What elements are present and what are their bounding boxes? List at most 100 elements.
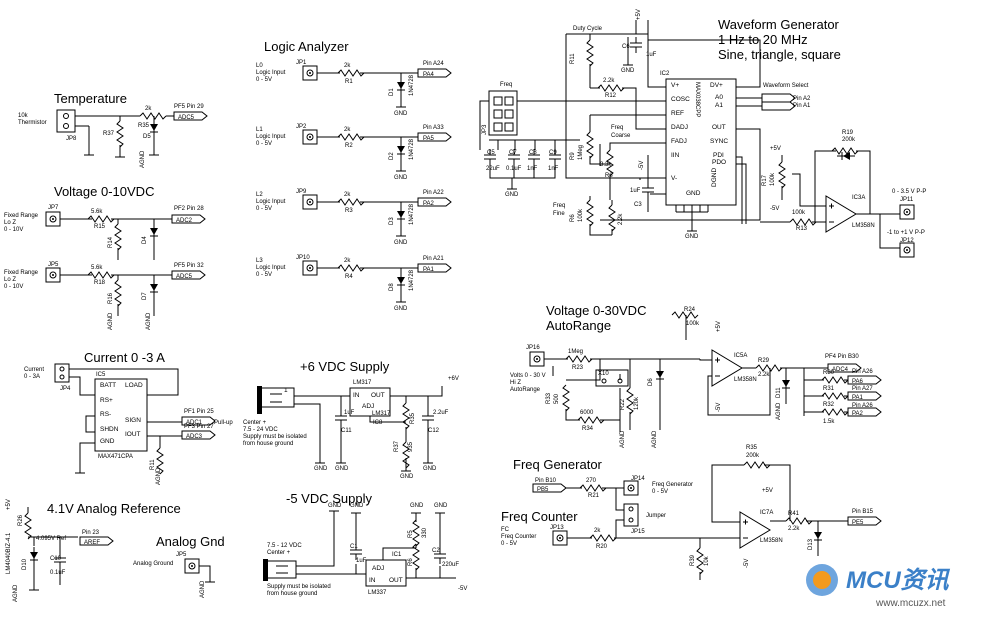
- current-port2: ADC3: [186, 434, 203, 440]
- s5-note1: Center +: [267, 550, 291, 556]
- freq-pb: PB5: [537, 487, 549, 493]
- l1-name: L1: [256, 127, 263, 133]
- wave-out1-jack[interactable]: [899, 204, 915, 220]
- wave-out2-jack[interactable]: [899, 242, 915, 258]
- r19-value: 200k: [842, 137, 856, 143]
- r1-value: 2k: [344, 63, 351, 69]
- temperature-section: Temperature 10k Thermistor JP8 2k R35 R3…: [18, 91, 208, 168]
- jp8-label: JP8: [66, 136, 77, 142]
- v30-pp0: PA6: [852, 379, 864, 385]
- d4-label: D4: [142, 236, 148, 244]
- d2-label: D2: [389, 152, 395, 160]
- autorange-switch[interactable]: [595, 369, 629, 387]
- voltage-section: Voltage 0-10VDC Fixed Range Lo Z 0 - 10V…: [4, 184, 206, 330]
- r8-value: 3.3k: [600, 162, 612, 168]
- thermistor-label: Thermistor: [18, 120, 47, 126]
- vref-plus: +5V: [6, 499, 12, 510]
- r26-label: R26: [18, 514, 24, 526]
- pr4: SYNC: [710, 138, 728, 145]
- wave-out2: -1 to +1 V P-P: [887, 230, 925, 236]
- c8-value: 1nF: [527, 166, 538, 172]
- current-port1: ADC1: [186, 420, 203, 426]
- v30-pp2: PA2: [852, 411, 864, 417]
- temp-agnd: AGND: [140, 150, 146, 168]
- max471-chip: [94, 378, 148, 452]
- x10-label: X10: [598, 371, 609, 377]
- vref-ref: 4.095V Ref: [36, 536, 66, 542]
- c7-label: C7: [509, 150, 517, 156]
- agnd-jack[interactable]: [184, 558, 200, 574]
- l3-jack[interactable]: [302, 260, 318, 276]
- pin-gnd: GND: [100, 438, 115, 445]
- c6-value: 1uF: [646, 52, 657, 58]
- l0-in: Logic Input: [256, 70, 286, 76]
- d3-label: D3: [389, 217, 395, 225]
- jp12-label: JP12: [900, 238, 914, 244]
- r17-value: 100k: [770, 172, 776, 186]
- current-connector[interactable]: [54, 363, 70, 383]
- jp5-agnd: JP5: [176, 552, 187, 558]
- wave-pa2: Pin A2: [793, 96, 811, 102]
- ch2-label-range: Fixed Range: [4, 270, 39, 276]
- logic-channel-1: L1 Logic Input 0 - 5V JP2 2k R2 D2 1N472…: [256, 124, 452, 181]
- c12-value: 2.2uF: [433, 410, 449, 416]
- dc-jack-5v[interactable]: [263, 559, 268, 581]
- thermistor-connector[interactable]: [56, 109, 76, 133]
- r6-w-value: 100k: [578, 208, 584, 222]
- l0-jack[interactable]: [302, 65, 318, 81]
- volt30-jack[interactable]: [529, 351, 545, 367]
- lm337-in: IN: [369, 577, 376, 584]
- voltage-title: Voltage 0-10VDC: [54, 184, 154, 199]
- pl3: DADJ: [671, 124, 688, 131]
- d7-label: D7: [142, 292, 148, 300]
- jp16-label: JP16: [526, 345, 540, 351]
- fc-label: FC: [501, 527, 510, 533]
- freq-jumper[interactable]: [623, 503, 639, 527]
- freq-range-jumper[interactable]: [488, 90, 518, 136]
- v30-agnd2: AGND: [652, 430, 658, 448]
- l2-pin: Pin A22: [423, 190, 444, 196]
- v30-agnd1: AGND: [620, 430, 626, 448]
- l2-jack[interactable]: [302, 194, 318, 210]
- jp9-label: JP9: [296, 189, 307, 195]
- watermark: MCU资讯 www.mcuzx.net: [806, 564, 951, 609]
- r39-value: 10k: [704, 555, 710, 566]
- c2-value: 220uF: [442, 562, 459, 568]
- freqcnt-jack[interactable]: [552, 530, 568, 546]
- ic7a-label: IC7A: [760, 510, 773, 516]
- r37-label: R37: [103, 131, 115, 137]
- freqgen-jack[interactable]: [623, 480, 639, 496]
- r19-label: R19: [842, 130, 854, 136]
- pr0: DV+: [710, 82, 723, 89]
- dc-jack-6v[interactable]: [257, 386, 262, 414]
- r3-value: 2k: [344, 192, 351, 198]
- ch2-input-jack[interactable]: [45, 267, 61, 283]
- d8-value: 1N4728: [409, 269, 415, 291]
- fc-name: Freq Counter: [501, 534, 536, 540]
- ic5a-part: LM358N: [734, 377, 757, 383]
- freq-label: Freq: [500, 82, 512, 88]
- ic1-label: IC1: [392, 552, 402, 558]
- ic5-label: IC5: [96, 372, 106, 378]
- r15-value: 5.6k: [91, 209, 103, 215]
- r20-value: 2k: [594, 528, 601, 534]
- jp11-label: JP11: [900, 197, 914, 203]
- ch1-label-z: Lo Z: [4, 220, 16, 226]
- ic5a-label: IC5A: [734, 353, 747, 359]
- pr1: A0: [715, 94, 723, 101]
- l1-in: Logic Input: [256, 134, 286, 140]
- r4-value: 2k: [344, 258, 351, 264]
- vref-title: 4.1V Analog Reference: [47, 501, 181, 516]
- volt30-label1: Hi Z: [510, 380, 521, 386]
- ch1-input-jack[interactable]: [45, 211, 61, 227]
- jp14-label: JP14: [631, 476, 645, 482]
- l1-jack[interactable]: [302, 129, 318, 145]
- ch1-label-range: Fixed Range: [4, 213, 39, 219]
- s5-gnd1: GND: [328, 503, 342, 509]
- volt30-label0: Volts 0 - 30 V: [510, 373, 546, 379]
- c5-label: C5: [487, 150, 495, 156]
- lm337-out: OUT: [389, 577, 403, 584]
- vref-section: 4.1V Analog Reference LM4040BIZ-4.1 +5V …: [6, 499, 181, 602]
- jp4-label: JP4: [60, 386, 71, 392]
